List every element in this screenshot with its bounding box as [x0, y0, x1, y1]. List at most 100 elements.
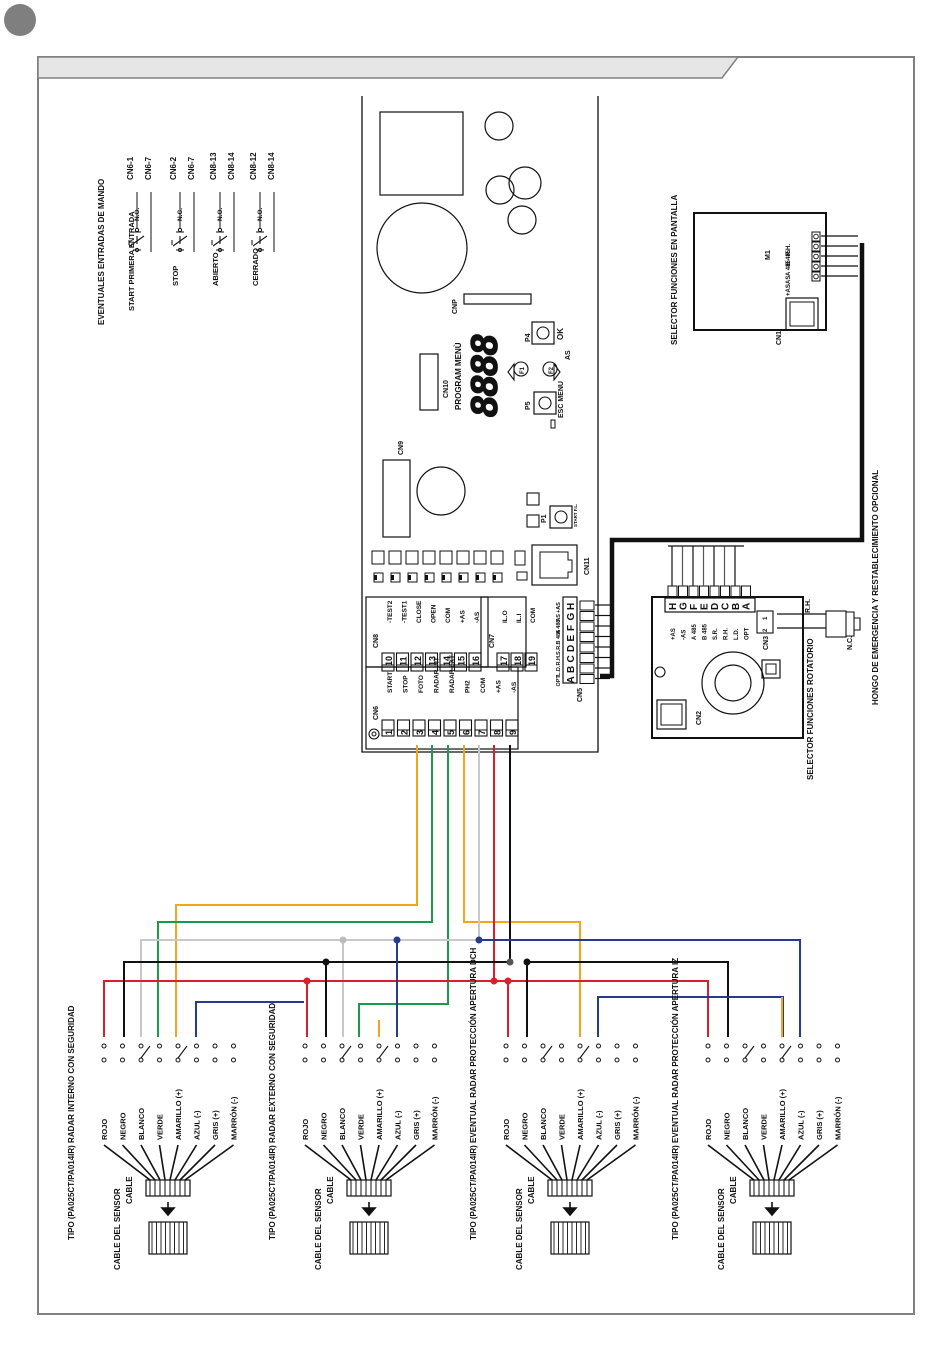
input-lever-1 [172, 235, 188, 247]
cn6-pins-num-8: 9 [508, 730, 518, 735]
program-menu-label: PROGRAM MENÙ [454, 342, 463, 410]
sensor-3-fan-2 [744, 1144, 765, 1181]
emergency-button: HONGO DE EMERGENCIA Y RESTABLECIMIENTO O… [825, 470, 880, 705]
sensor-1-terminal-top-5 [395, 1043, 400, 1049]
cn5-pin-label-1: -AS [556, 614, 562, 624]
led-mark-6 [476, 575, 479, 580]
sensor-3-terminal-bottom-6 [816, 1057, 822, 1063]
sensor-0-terminal-bottom-0 [101, 1057, 107, 1063]
cn6-pins-term-3 [427, 719, 442, 737]
arrow-up-icon [507, 362, 515, 382]
selector-rotary-box [651, 596, 804, 739]
sensor-1-terminal-top-1 [321, 1043, 326, 1049]
cn10-connector [419, 353, 439, 411]
sensor-3-terminal-bottom-1 [724, 1057, 729, 1063]
cn6-pins-label-2: FOTO [418, 675, 425, 693]
emergency-mushroom-icon [846, 611, 861, 637]
sensor-3-terminal-top-2 [742, 1043, 748, 1049]
sensor-2-terminal-top-6 [614, 1043, 620, 1049]
sensor-2-wire-label-6: GRIS (+) [613, 1110, 622, 1140]
sensor-3-plug-body [752, 1221, 792, 1255]
cn8-pins-term-3 [424, 652, 439, 672]
sensor-3-wire-label-1: NEGRO [723, 1112, 732, 1140]
sensor-3-terminal-top-0 [705, 1043, 711, 1049]
sensor-2-terminal-top-0 [503, 1043, 509, 1049]
sensor-0-wire-label-4: AMARILLO (+) [174, 1088, 183, 1140]
p1-button[interactable] [549, 505, 573, 529]
sensor-0-terminal-bottom-2 [138, 1057, 144, 1063]
sensor-3-wire-label-4: AMARILLO (+) [778, 1088, 787, 1140]
cn8-pins-term-4 [439, 652, 453, 672]
screen-pin-label-3: -AS [786, 276, 792, 286]
sensor-3-fan-0 [707, 1144, 755, 1181]
rotary-cn2-label: CN2 [696, 711, 703, 725]
input-label-0: START PRIMERA ENTRADA [127, 211, 136, 311]
rotary-pin-label-2: A 485 [692, 624, 698, 640]
sensor-1-arrow-icon [361, 1202, 377, 1217]
sensor-3-terminal-top-5 [798, 1043, 803, 1049]
p5-label: P5 [525, 401, 532, 410]
cn8-pins-label-1: -TEST1 [402, 600, 409, 623]
esc-menu-label: ESC MENU [558, 381, 565, 418]
sensor-1-terminal-top-4 [376, 1043, 382, 1049]
rotary-cn3-pin-2: 2 [763, 628, 769, 632]
junction-black-3 [523, 958, 531, 966]
input-terminal-a-2 [217, 247, 223, 253]
sensor-3-wire-label-5: AZUL (-) [797, 1110, 806, 1140]
cn10-label: CN10 [443, 380, 450, 398]
sensor-3-cable-label: CABLE [729, 1176, 738, 1204]
cn5-term-1 [579, 611, 595, 621]
sensor-1-sensor-cable-label: CABLE DEL SENSOR [314, 1188, 323, 1270]
sensor-0-wire-label-3: VERDE [156, 1114, 165, 1140]
p4-button[interactable] [531, 321, 555, 345]
screen-pin-screw-2 [813, 253, 819, 260]
led-4 [439, 550, 453, 565]
cn8-pins-num-6: 16 [471, 656, 481, 666]
cn8-pins-term-1 [395, 652, 410, 672]
f1-icon [513, 361, 529, 377]
rotary-pin-label-3: B 485 [703, 623, 709, 640]
cn11-jack [531, 544, 578, 586]
sensor-2-terminal-top-1 [522, 1043, 527, 1049]
cn7-pins-num-2: 19 [527, 656, 537, 666]
sensor-0-terminal-bottom-6 [212, 1057, 218, 1063]
sensor-3-fan-6 [783, 1144, 820, 1181]
cn6-pins-num-1: 2 [400, 730, 410, 735]
rotary-led [654, 666, 666, 678]
sensor-2-wire-label-0: ROJO [502, 1119, 511, 1140]
sensor-0-fan-0 [103, 1144, 151, 1181]
sensor-3-fan-4 [773, 1144, 783, 1181]
capacitor-1 [484, 111, 514, 141]
screen-pin-term-3 [811, 261, 821, 272]
sensor-0-switch-a [140, 1045, 151, 1059]
sensor-1-terminal-top-0 [302, 1043, 308, 1049]
wire-black-4 [527, 961, 729, 1037]
cn6-pins-num-2: 3 [415, 730, 425, 735]
p5-button[interactable] [533, 391, 557, 415]
led-mark-2 [408, 575, 411, 580]
sensor-0-fan-3 [158, 1144, 166, 1181]
sensor-2-terminal-bottom-1 [522, 1057, 527, 1063]
sensor-0-sensor-cable-label: CABLE DEL SENSOR [113, 1188, 122, 1270]
rotary-cn3-term [756, 610, 774, 634]
sensor-1-terminal-top-3 [358, 1043, 363, 1049]
sensor-1-switch-b [378, 1045, 389, 1059]
led-mark-0 [374, 575, 377, 580]
junction-red-1 [303, 977, 311, 985]
cn5-pin-label-2: A 485 [556, 620, 562, 634]
screen-pin-label-2: A 485 [786, 260, 792, 276]
input-pin-a-2: CN8-13 [209, 152, 218, 180]
rotary-pin-term-7 [741, 585, 751, 599]
rotary-cn3-inner [765, 663, 777, 675]
buzzer [416, 466, 466, 516]
cn6-pins-label-6: COM [480, 678, 487, 693]
emergency-title: HONGO DE EMERGENCIA Y RESTABLECIMIENTO O… [871, 470, 880, 705]
cn8-pins-num-3: 13 [428, 656, 438, 666]
sensor-3-terminal-top-4 [779, 1043, 785, 1049]
sensor-1-terminal-top-2 [339, 1043, 345, 1049]
cn5-letter-4: D [566, 645, 577, 652]
capacitor-2 [485, 175, 515, 205]
